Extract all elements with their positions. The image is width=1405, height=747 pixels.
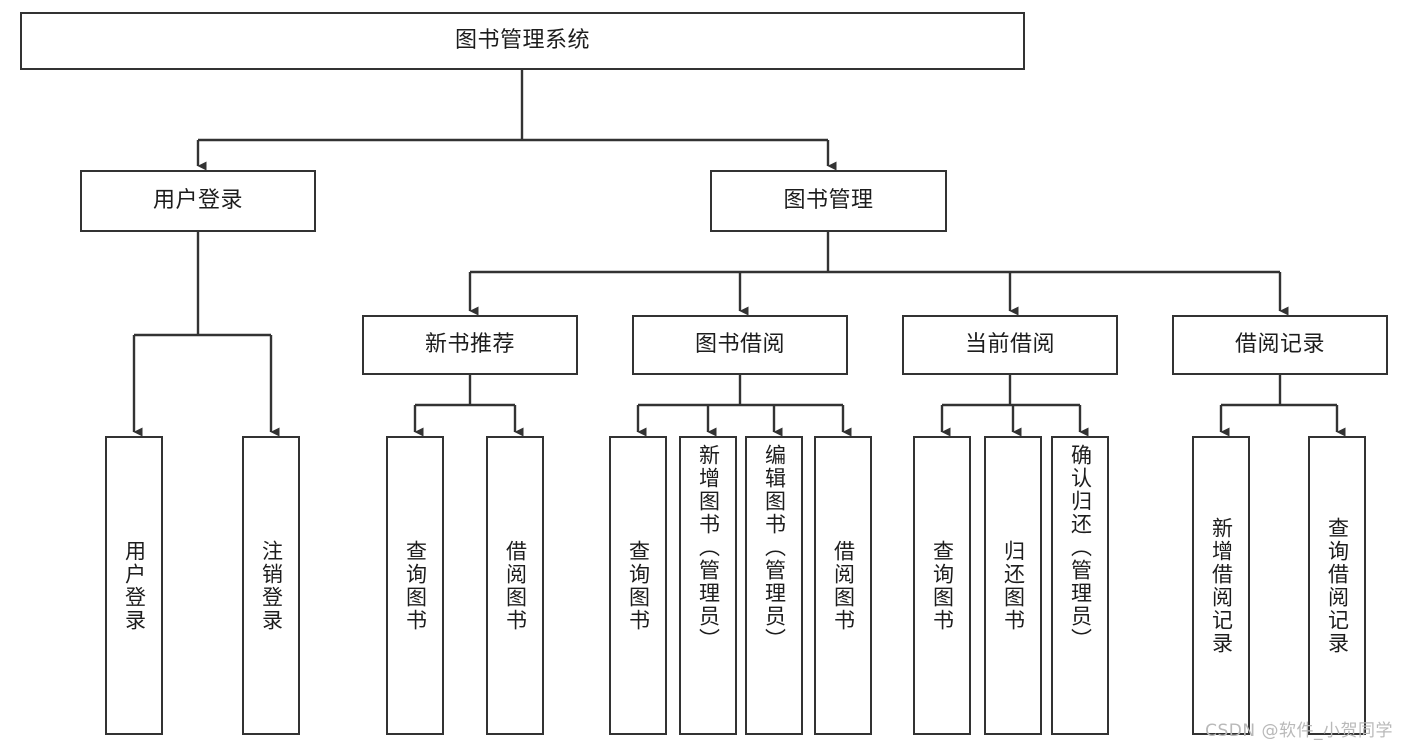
node-leaf-query-book-1[interactable]: 查询图书 — [386, 436, 444, 735]
watermark-text: CSDN @软件_小贺同学 — [1205, 721, 1393, 741]
node-leaf-return-book[interactable]: 归还图书 — [984, 436, 1042, 735]
node-label: 新书推荐 — [424, 332, 515, 358]
node-label: 图书管理 — [783, 188, 874, 214]
node-book-borrow[interactable]: 图书借阅 — [632, 315, 848, 375]
node-leaf-add-borrow-record[interactable]: 新增借阅记录 — [1192, 436, 1250, 735]
node-label: 新增借阅记录 — [1209, 516, 1234, 655]
node-label: 查询图书 — [403, 539, 428, 632]
node-label: 归还图书 — [1001, 539, 1026, 632]
node-label: 注销登录 — [259, 539, 284, 632]
node-root[interactable]: 图书管理系统 — [20, 12, 1025, 70]
node-label: 图书管理系统 — [454, 28, 590, 54]
node-leaf-confirm-return-admin[interactable]: 确认归还（管理员） — [1051, 436, 1109, 735]
node-leaf-user-login[interactable]: 用户登录 — [105, 436, 163, 735]
node-label: 确认归还（管理员） — [1068, 444, 1093, 651]
node-label: 当前借阅 — [964, 332, 1055, 358]
node-current-borrow[interactable]: 当前借阅 — [902, 315, 1118, 375]
node-book-manage[interactable]: 图书管理 — [710, 170, 947, 232]
node-label: 查询图书 — [626, 539, 651, 632]
node-leaf-borrow-book-1[interactable]: 借阅图书 — [486, 436, 544, 735]
node-label: 查询图书 — [930, 539, 955, 632]
node-leaf-add-book-admin[interactable]: 新增图书（管理员） — [679, 436, 737, 735]
node-leaf-query-borrow-record[interactable]: 查询借阅记录 — [1308, 436, 1366, 735]
node-leaf-query-book-3[interactable]: 查询图书 — [913, 436, 971, 735]
node-leaf-query-book-2[interactable]: 查询图书 — [609, 436, 667, 735]
node-label: 用户登录 — [122, 539, 147, 632]
node-user-login[interactable]: 用户登录 — [80, 170, 316, 232]
node-label: 借阅图书 — [503, 539, 528, 632]
node-new-book-recommend[interactable]: 新书推荐 — [362, 315, 578, 375]
node-leaf-borrow-book-2[interactable]: 借阅图书 — [814, 436, 872, 735]
node-label: 查询借阅记录 — [1325, 516, 1350, 655]
node-label: 编辑图书（管理员） — [762, 444, 787, 651]
node-label: 新增图书（管理员） — [696, 444, 721, 651]
node-label: 借阅记录 — [1234, 332, 1325, 358]
node-borrow-record[interactable]: 借阅记录 — [1172, 315, 1388, 375]
node-label: 用户登录 — [152, 188, 243, 214]
node-leaf-edit-book-admin[interactable]: 编辑图书（管理员） — [745, 436, 803, 735]
node-label: 图书借阅 — [694, 332, 785, 358]
node-leaf-logout-login[interactable]: 注销登录 — [242, 436, 300, 735]
node-label: 借阅图书 — [831, 539, 856, 632]
